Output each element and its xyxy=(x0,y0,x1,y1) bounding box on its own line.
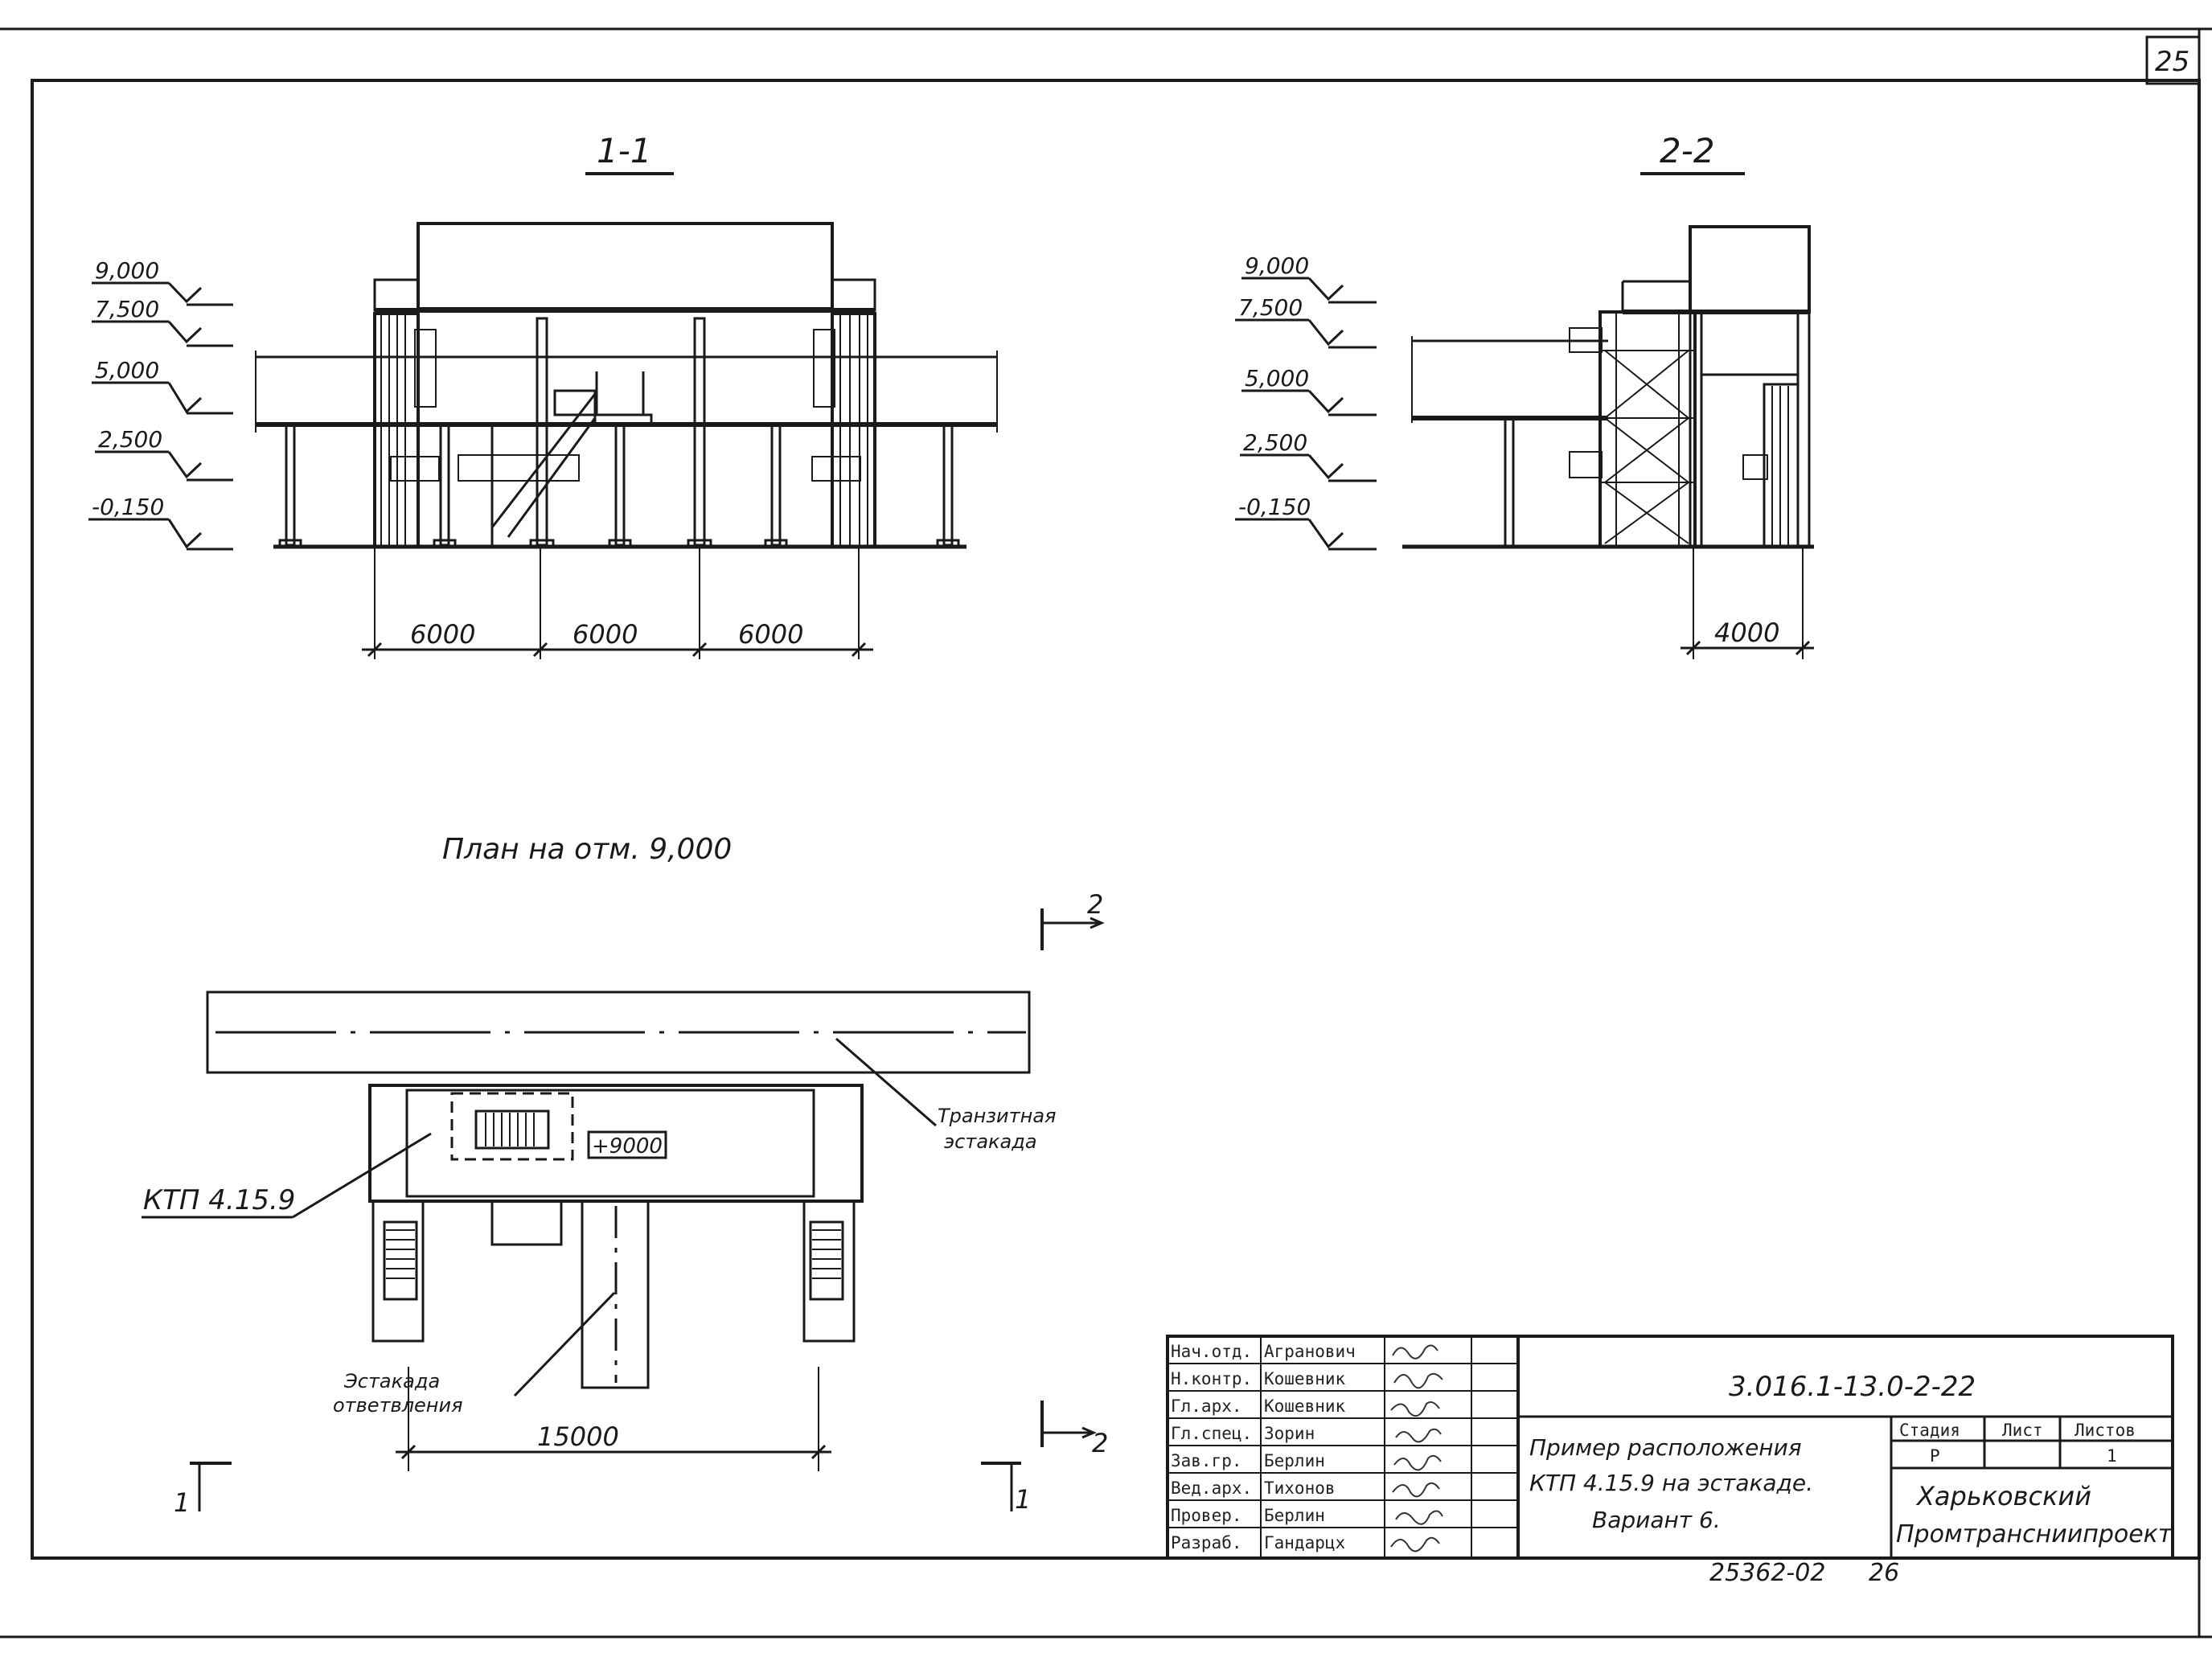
elevation-label: -0,150 xyxy=(92,494,164,520)
elevation-label: 9,000 xyxy=(1245,252,1309,279)
signature-name: Кошевник xyxy=(1264,1369,1346,1388)
signature-name: Агранович xyxy=(1264,1342,1356,1361)
signature-role: Вед.арх. xyxy=(1171,1478,1252,1498)
elevation-label: 2,500 xyxy=(98,426,162,453)
cut-mark-1-right: 1 xyxy=(981,1462,1031,1515)
elevation-label: 5,000 xyxy=(95,357,159,383)
elevation-label: 5,000 xyxy=(1245,365,1309,392)
plan-title: План на отм. 9,000 xyxy=(442,833,732,866)
stage-value: 1 xyxy=(2107,1446,2117,1466)
section-1-1-elevation-marks: 9,000 7,500 5,000 2,500 -0,150 xyxy=(88,257,233,551)
dimension-label: 15000 xyxy=(537,1421,619,1452)
copy-mark: 26 xyxy=(1869,1559,1899,1587)
signature-role: Н.контр. xyxy=(1171,1369,1252,1388)
signature-name: Зорин xyxy=(1264,1424,1315,1443)
stage-header: Стадия xyxy=(1899,1421,1960,1440)
elevation-label: 9,000 xyxy=(95,257,159,284)
branch-overpass-label: ответвления xyxy=(333,1394,463,1417)
cut-mark-2-bottom: 2 xyxy=(1040,1401,1108,1458)
transit-overpass-label: эстакада xyxy=(944,1130,1037,1153)
title-block: Нач.отд. Агранович Н.контр. Кошевник Гл.… xyxy=(1166,1335,2174,1587)
section-1-1-title: 1-1 xyxy=(597,131,652,170)
cut-mark-2-top: 2 xyxy=(1040,889,1105,950)
signature-rows: Нач.отд. Агранович Н.контр. Кошевник Гл.… xyxy=(1171,1342,1356,1552)
elevation-label: 2,500 xyxy=(1243,429,1307,456)
signature-role: Гл.арх. xyxy=(1171,1396,1242,1416)
signature-name: Гандарцх xyxy=(1264,1533,1345,1552)
organization-name: Промтрансниипроект xyxy=(1896,1520,2173,1548)
cut-mark-label: 2 xyxy=(1092,1428,1108,1458)
signature-role: Разраб. xyxy=(1171,1533,1242,1552)
section-2-2-title: 2-2 xyxy=(1660,131,1715,170)
dimension-label: 6000 xyxy=(410,619,475,650)
sheet-number: 25 xyxy=(2155,46,2189,78)
signature-name: Тихонов xyxy=(1264,1478,1336,1498)
signature-scribbles xyxy=(1390,1344,1443,1552)
stage-header: Лист xyxy=(2002,1421,2043,1440)
elevation-label: 7,500 xyxy=(95,296,159,322)
ktp-label: КТП 4.15.9 xyxy=(143,1184,295,1216)
elevation-label: -0,150 xyxy=(1238,494,1311,520)
signature-role: Зав.гр. xyxy=(1171,1451,1242,1470)
signature-name: Берлин xyxy=(1264,1451,1325,1470)
elevation-label: 7,500 xyxy=(1238,294,1303,321)
drawing-title-line: Пример расположения xyxy=(1529,1434,1802,1461)
plan-view: План на отм. 9,000 2 2 1 1 xyxy=(142,833,1108,1518)
inventory-number: 25362-02 xyxy=(1709,1559,1825,1587)
section-2-2: 2-2 9,000 7,500 5,000 2,500 -0,150 xyxy=(1235,131,1814,659)
stage-header: Листов xyxy=(2075,1421,2136,1440)
drawing-title-line: Вариант 6. xyxy=(1592,1507,1721,1533)
cut-mark-label: 1 xyxy=(174,1487,190,1518)
cut-mark-label: 2 xyxy=(1087,889,1103,920)
plan-dimension: 15000 xyxy=(396,1367,831,1471)
dimension-label: 6000 xyxy=(738,619,803,650)
cut-mark-1-left: 1 xyxy=(174,1462,232,1518)
dimension-label: 4000 xyxy=(1714,617,1779,648)
dimension-label: 6000 xyxy=(572,619,638,650)
branch-overpass-label: Эстакада xyxy=(343,1370,440,1392)
section-2-2-elevation-marks: 9,000 7,500 5,000 2,500 -0,150 xyxy=(1235,252,1377,551)
drawing-title-line: КТП 4.15.9 на эстакаде. xyxy=(1529,1470,1813,1496)
sheet-frame: 25 xyxy=(0,27,2212,1638)
signature-role: Гл.спец. xyxy=(1171,1424,1252,1443)
signature-role: Нач.отд. xyxy=(1171,1342,1252,1361)
stage-value: Р xyxy=(1930,1446,1940,1466)
signature-name: Кошевник xyxy=(1264,1396,1346,1416)
plan-level-label: +9000 xyxy=(592,1134,663,1159)
cut-mark-label: 1 xyxy=(1015,1484,1031,1515)
organization-name: Харьковский xyxy=(1915,1481,2091,1511)
signature-name: Берлин xyxy=(1264,1506,1325,1525)
section-1-1-dimensions: 6000 6000 6000 xyxy=(362,547,873,659)
signature-role: Провер. xyxy=(1171,1506,1242,1525)
section-1-1: 1-1 9,000 7,500 5,000 2,500 -0,150 xyxy=(88,131,998,659)
document-code: 3.016.1-13.0-2-22 xyxy=(1729,1371,1976,1403)
transit-overpass-label: Транзитная xyxy=(938,1105,1056,1127)
section-2-2-dimensions: 4000 xyxy=(1681,547,1814,659)
